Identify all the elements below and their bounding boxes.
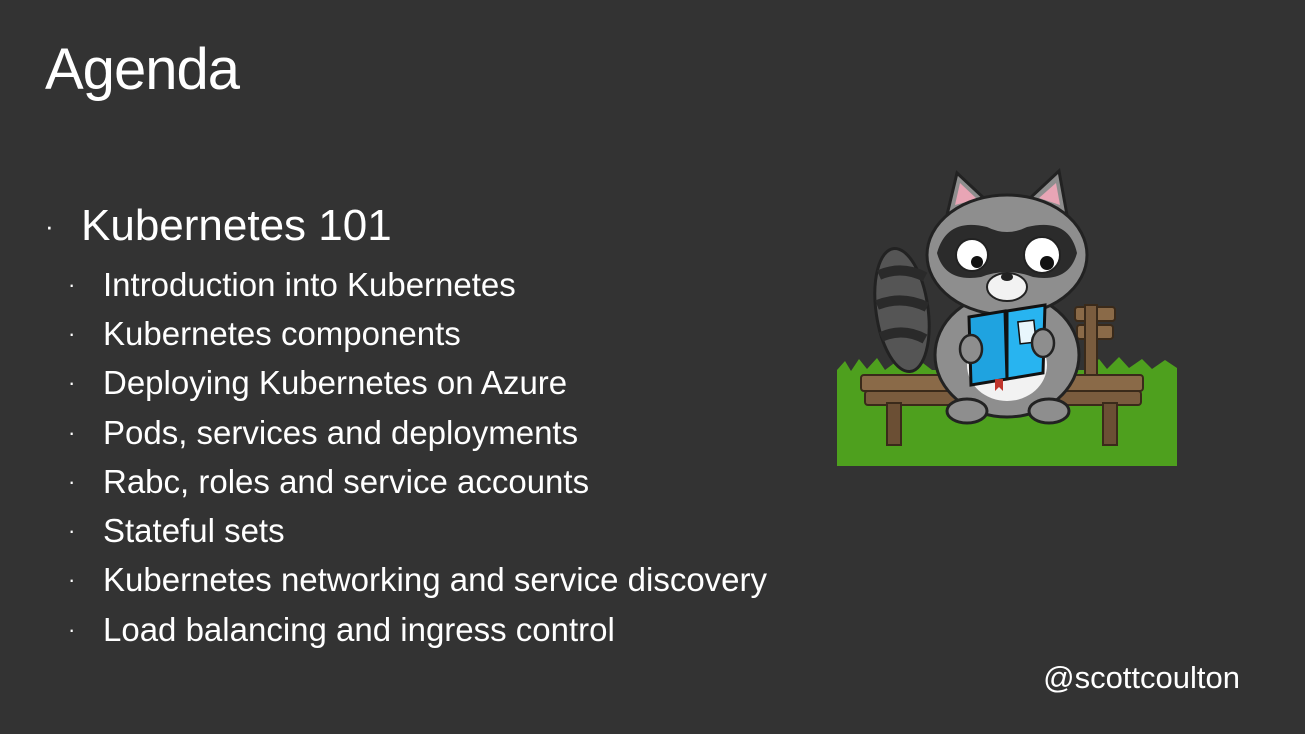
agenda-sub-item-label: Kubernetes networking and service discov…: [103, 561, 768, 599]
bullet-icon: ·: [68, 419, 76, 445]
agenda-sub-item-label: Deploying Kubernetes on Azure: [103, 364, 568, 402]
agenda-sub-item-label: Introduction into Kubernetes: [103, 265, 516, 303]
agenda-sub-item: · Load balancing and ingress control: [68, 605, 828, 654]
raccoon-illustration: [837, 165, 1177, 466]
bullet-icon: ·: [68, 468, 76, 494]
slide-title: Agenda: [45, 37, 240, 102]
agenda-sub-item-label: Load balancing and ingress control: [103, 610, 615, 648]
agenda-main-item-label: Kubernetes 101: [81, 201, 392, 250]
agenda-sub-item: · Kubernetes networking and service disc…: [68, 556, 828, 605]
bullet-icon: ·: [68, 320, 76, 346]
bullet-icon: ·: [68, 567, 76, 593]
agenda-sub-item-label: Stateful sets: [103, 512, 285, 550]
agenda-sub-item: · Introduction into Kubernetes: [68, 260, 828, 309]
agenda-sub-item-label: Pods, services and deployments: [103, 413, 579, 451]
agenda-sub-item: · Stateful sets: [68, 506, 828, 555]
bullet-icon: ·: [45, 211, 54, 241]
twitter-handle: @scottcoulton: [1043, 660, 1240, 695]
bullet-icon: ·: [68, 518, 76, 544]
agenda-sub-item: · Kubernetes components: [68, 309, 828, 358]
agenda-sub-item: · Pods, services and deployments: [68, 408, 828, 457]
agenda-sub-item: · Rabc, roles and service accounts: [68, 457, 828, 506]
agenda-main-item: · Kubernetes 101: [45, 198, 392, 254]
bullet-icon: ·: [68, 271, 76, 297]
agenda-sub-list: · Introduction into Kubernetes · Kuberne…: [68, 260, 828, 654]
agenda-sub-item: · Deploying Kubernetes on Azure: [68, 359, 828, 408]
agenda-sub-item-label: Rabc, roles and service accounts: [103, 462, 590, 500]
bullet-icon: ·: [68, 370, 76, 396]
agenda-sub-item-label: Kubernetes components: [103, 314, 461, 352]
bullet-icon: ·: [68, 616, 76, 642]
